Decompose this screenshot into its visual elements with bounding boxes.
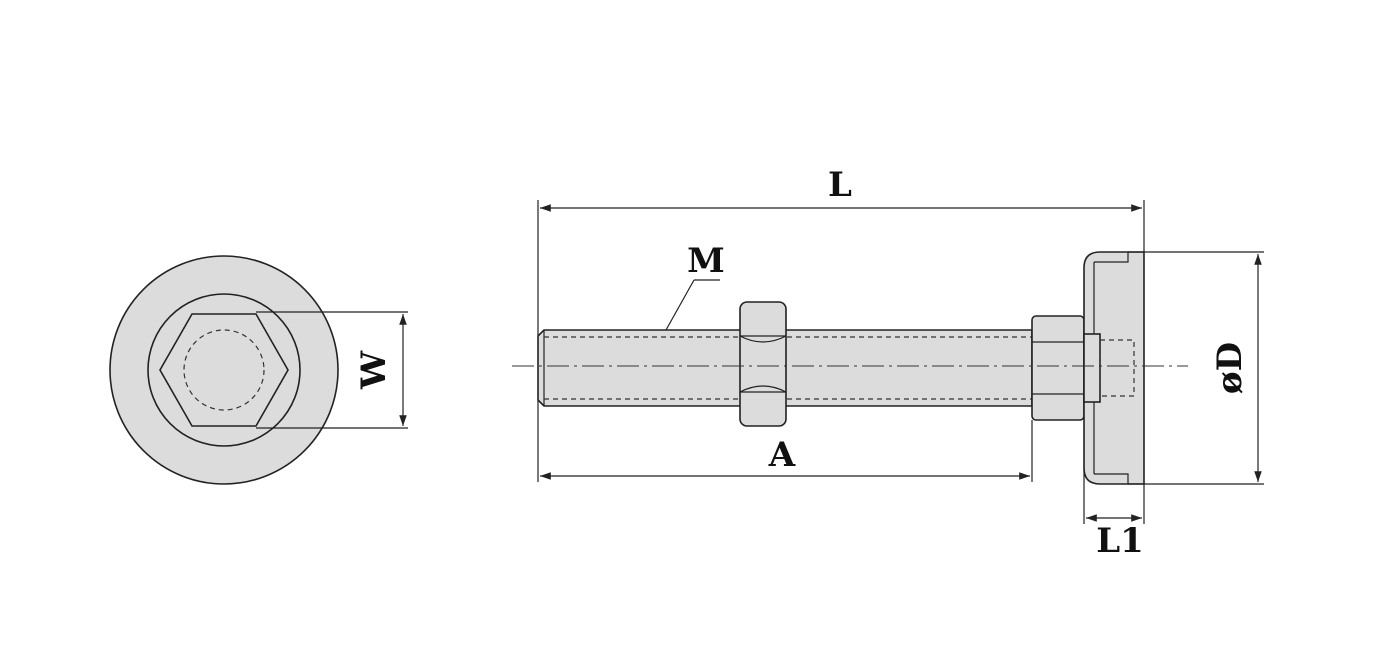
d-label: øD [1210, 342, 1250, 394]
collar-nut [1031, 315, 1085, 421]
l1-label: L1 [1096, 521, 1144, 561]
end-view: W [109, 255, 408, 485]
w-label: W [354, 350, 394, 390]
side-view: L M A øD L1 [512, 165, 1264, 561]
end-view-hidden-stud-circle [183, 329, 265, 411]
end-view-hex-nut [159, 313, 289, 427]
lock-nut [739, 301, 787, 427]
l-label: L [828, 165, 852, 205]
m-label: M [687, 241, 725, 281]
a-label: A [768, 435, 796, 475]
base-pad [1083, 251, 1145, 485]
m-leader-line [665, 279, 695, 331]
